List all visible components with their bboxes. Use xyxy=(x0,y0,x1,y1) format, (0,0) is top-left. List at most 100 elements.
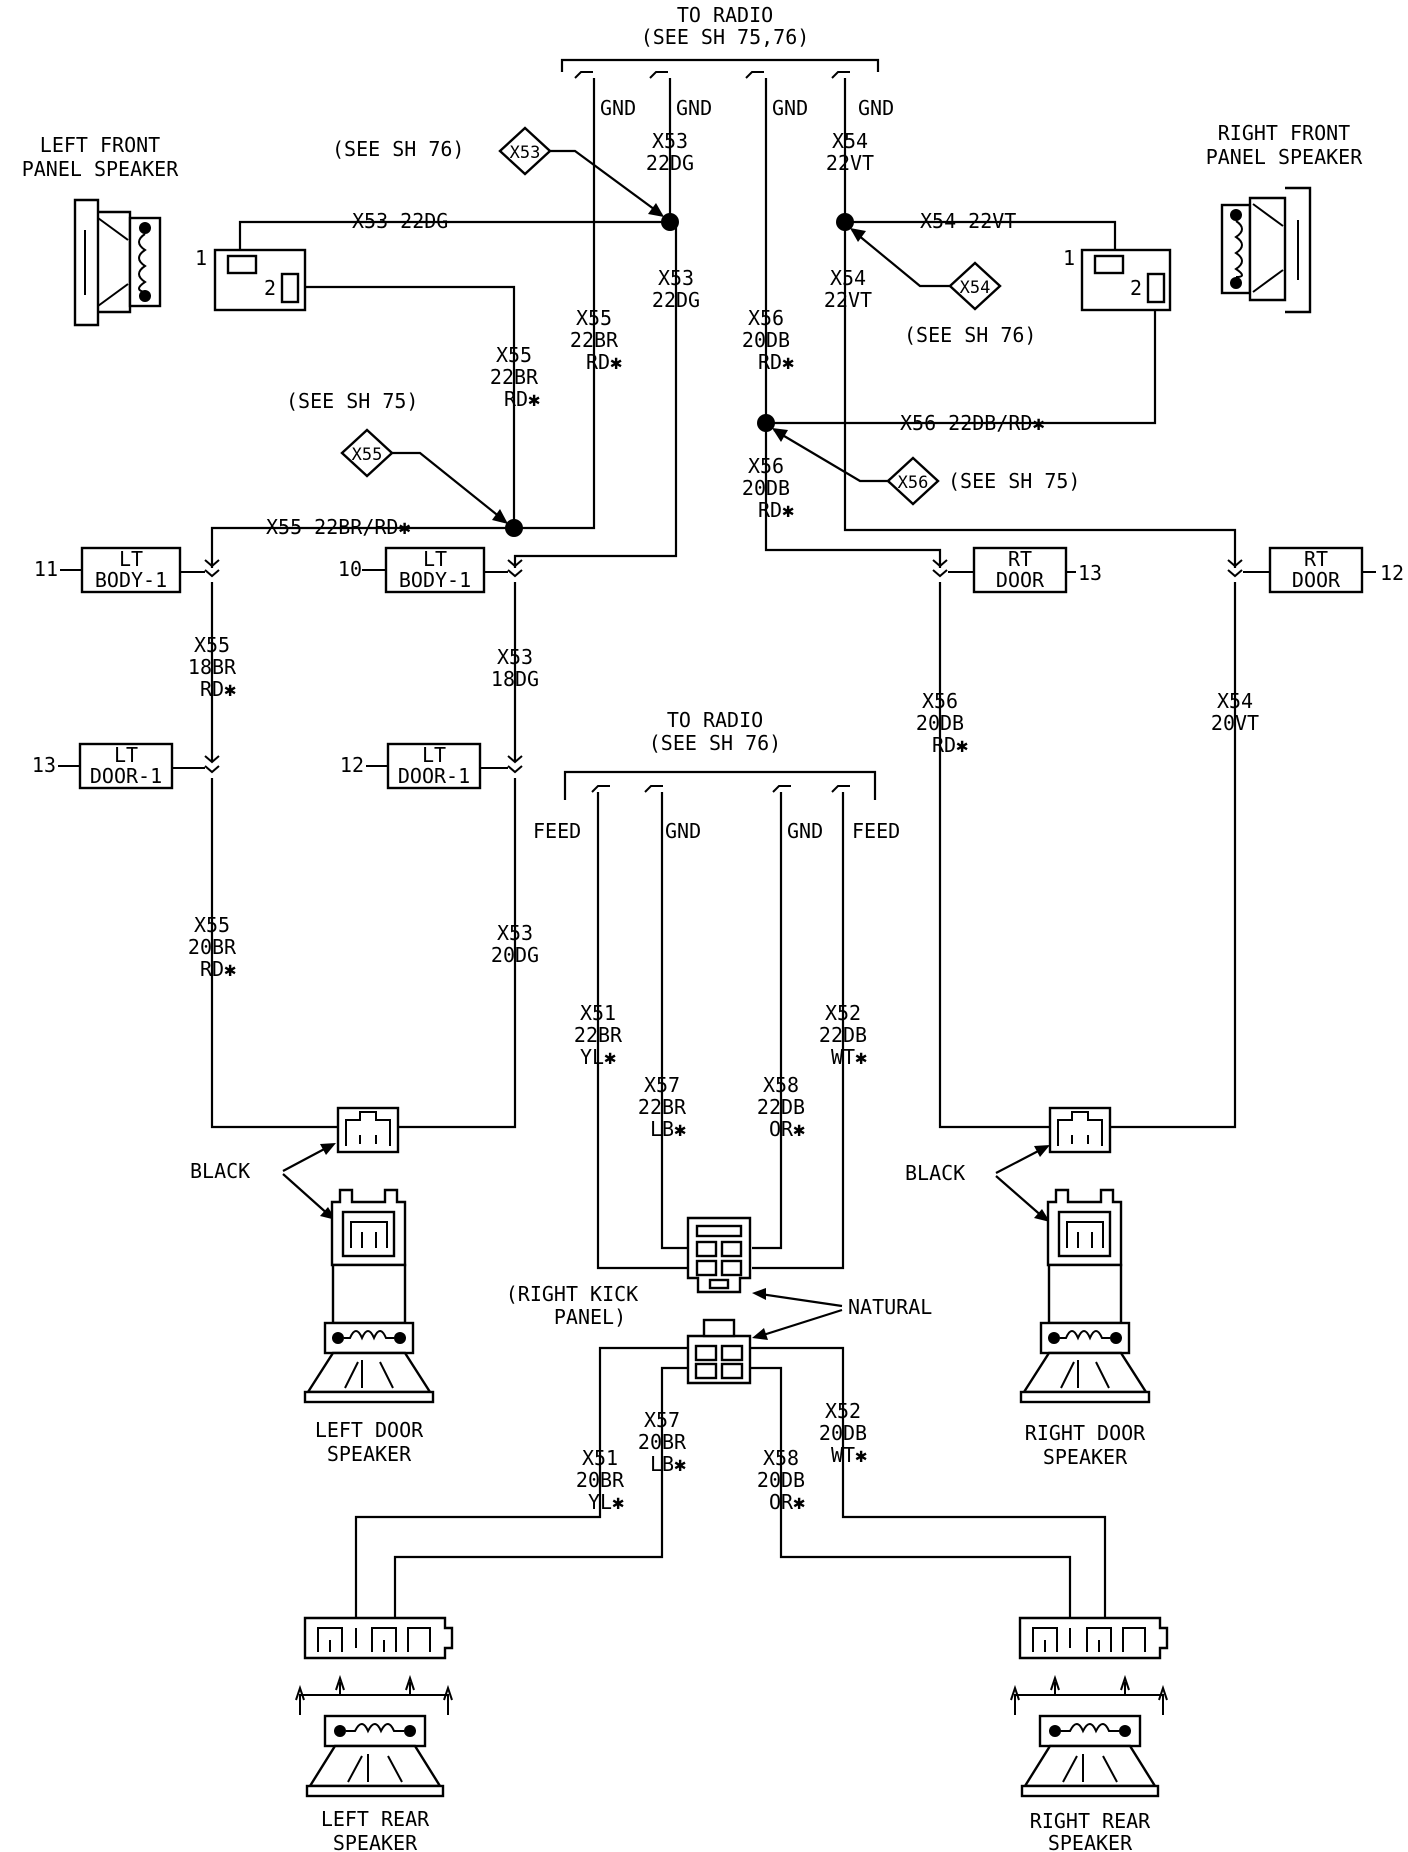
right-rear-speaker: RIGHT REAR SPEAKER xyxy=(1010,1616,1169,1852)
wire-label: WT✱ xyxy=(831,1045,867,1069)
kick-panel-label: PANEL) xyxy=(554,1305,626,1329)
mid-radio-label: TO RADIO xyxy=(667,708,763,732)
wire-label: X53 xyxy=(497,921,533,945)
wire-label: 20DG xyxy=(491,943,539,967)
wire-label: X55 xyxy=(194,913,230,937)
connector-lt-door-13: LT DOOR-1 13 xyxy=(32,742,220,790)
connector-number: 12 xyxy=(340,753,364,777)
top-radio-label: TO RADIO xyxy=(677,3,773,27)
wire-label: 20DB xyxy=(742,328,790,352)
wire-label: 20BR xyxy=(188,935,237,959)
wire-label: X51 xyxy=(580,1001,616,1025)
wire-label: 22BR xyxy=(570,328,619,352)
pin-number: 2 xyxy=(1130,276,1142,300)
right-front-plug: 1 2 xyxy=(1063,246,1172,312)
wire-label: RD✱ xyxy=(504,387,540,411)
connector-name: DOOR xyxy=(996,568,1045,592)
connector-lt-door-12: LT DOOR-1 12 xyxy=(340,742,523,790)
wire-label: X54 xyxy=(830,266,866,290)
pin-number: 2 xyxy=(264,276,276,300)
wire-label: 22BR xyxy=(490,365,539,389)
ref-note: (SEE SH 76) xyxy=(332,137,464,161)
ref-tag: X55 xyxy=(352,445,383,465)
wire-label: 20DB xyxy=(742,476,790,500)
left-rear-speaker: LEFT REAR SPEAKER xyxy=(295,1616,454,1852)
speaker-label: SPEAKER xyxy=(1043,1445,1128,1469)
connector-lt-body-10: LT BODY-1 10 xyxy=(338,546,523,594)
ref-tag: X54 xyxy=(960,278,991,298)
door-wiring: X55 18BR RD✱ X53 18DG X55 20BR RD✱ X53 2… xyxy=(188,582,1259,1129)
left-door-speaker: BLACK LEFT DOOR SPEAKER xyxy=(190,1106,435,1466)
connector-rt-door-12: RT DOOR 12 xyxy=(1227,546,1404,594)
wire-label: RD✱ xyxy=(758,350,794,374)
black-label: BLACK xyxy=(905,1161,965,1185)
wire-label: WT✱ xyxy=(831,1443,867,1467)
ref-x53: (SEE SH 76) X53 xyxy=(332,126,664,217)
speaker-label: RIGHT FRONT xyxy=(1218,121,1350,145)
feed-label-2: FEED xyxy=(852,819,900,843)
top-wire-labels: X53 22DG X53 22DG X53 22DG X54 22VT X54 … xyxy=(266,129,1045,539)
connector-name: LT xyxy=(119,547,143,571)
gnd-label-6: GND xyxy=(787,819,823,843)
connector-name: LT xyxy=(423,547,447,571)
speaker-label: RIGHT REAR xyxy=(1030,1809,1151,1833)
top-radio-see: (SEE SH 75,76) xyxy=(641,25,810,49)
wire-label: 22DB xyxy=(819,1023,867,1047)
wire-label: X56 xyxy=(748,454,784,478)
wire-label: 20DB xyxy=(757,1468,805,1492)
wire-label: 22BR xyxy=(638,1095,687,1119)
connector-name: LT xyxy=(114,743,138,767)
wire-label: RD✱ xyxy=(932,733,968,757)
wire-label: X53 xyxy=(497,645,533,669)
left-front-panel-speaker: LEFT FRONT PANEL SPEAKER xyxy=(22,133,179,327)
wire-label: 18BR xyxy=(188,655,237,679)
gnd-label-2: GND xyxy=(676,96,712,120)
wire-label: 20BR xyxy=(638,1430,687,1454)
wire-label: X56 xyxy=(748,306,784,330)
wire-label: X57 xyxy=(644,1408,680,1432)
wire-label: X55 xyxy=(496,343,532,367)
connector-number: 11 xyxy=(34,557,58,581)
wire-label: 20DB xyxy=(916,711,964,735)
wire-label: X54 xyxy=(832,129,868,153)
speaker-label: SPEAKER xyxy=(333,1831,418,1852)
mid-radio-connector: TO RADIO (SEE SH 76) FEED GND GND FEED xyxy=(533,708,900,843)
wire-label: YL✱ xyxy=(588,1490,624,1514)
ref-x54: X54 (SEE SH 76) xyxy=(850,228,1036,347)
gnd-label-5: GND xyxy=(665,819,701,843)
wire-label: X56 22DB/RD✱ xyxy=(900,411,1045,435)
speaker-label: LEFT REAR xyxy=(321,1807,430,1831)
connector-name: BODY-1 xyxy=(399,568,471,592)
kick-panel-wiring: X51 22BR YL✱ X57 22BR LB✱ X58 22DB OR✱ X… xyxy=(354,792,1107,1628)
gnd-label-3: GND xyxy=(772,96,808,120)
connector-name: BODY-1 xyxy=(95,568,167,592)
pin-number: 1 xyxy=(195,246,207,270)
connector-name: RT xyxy=(1008,547,1032,571)
connector-number: 12 xyxy=(1380,561,1404,585)
speaker-label: PANEL SPEAKER xyxy=(22,157,179,181)
wire-label: RD✱ xyxy=(758,498,794,522)
connector-name: LT xyxy=(422,743,446,767)
speaker-label: RIGHT DOOR xyxy=(1025,1421,1146,1445)
connector-rt-door-13: RT DOOR 13 xyxy=(932,546,1102,594)
black-label: BLACK xyxy=(190,1159,250,1183)
right-front-panel-speaker: RIGHT FRONT PANEL SPEAKER xyxy=(1206,121,1363,314)
connector-lt-body-11: LT BODY-1 11 xyxy=(34,546,220,594)
wire-label: X54 xyxy=(1217,689,1253,713)
ref-note: (SEE SH 75) xyxy=(286,389,418,413)
connector-name: RT xyxy=(1304,547,1328,571)
pin-number: 1 xyxy=(1063,246,1075,270)
kick-panel-label: (RIGHT KICK xyxy=(506,1282,638,1306)
natural-label: NATURAL xyxy=(848,1295,932,1319)
splice-x54 xyxy=(836,213,854,231)
right-door-speaker: BLACK RIGHT DOOR SPEAKER xyxy=(905,1106,1151,1469)
wire-label: X55 xyxy=(194,633,230,657)
wire-label: X52 xyxy=(825,1001,861,1025)
ref-x56: X56 (SEE SH 75) xyxy=(772,428,1080,506)
wire-label: 22BR xyxy=(574,1023,623,1047)
connector-name: DOOR-1 xyxy=(90,764,162,788)
wire-label: YL✱ xyxy=(580,1045,616,1069)
gnd-label-4: GND xyxy=(858,96,894,120)
wire-label: 22DG xyxy=(646,151,694,175)
